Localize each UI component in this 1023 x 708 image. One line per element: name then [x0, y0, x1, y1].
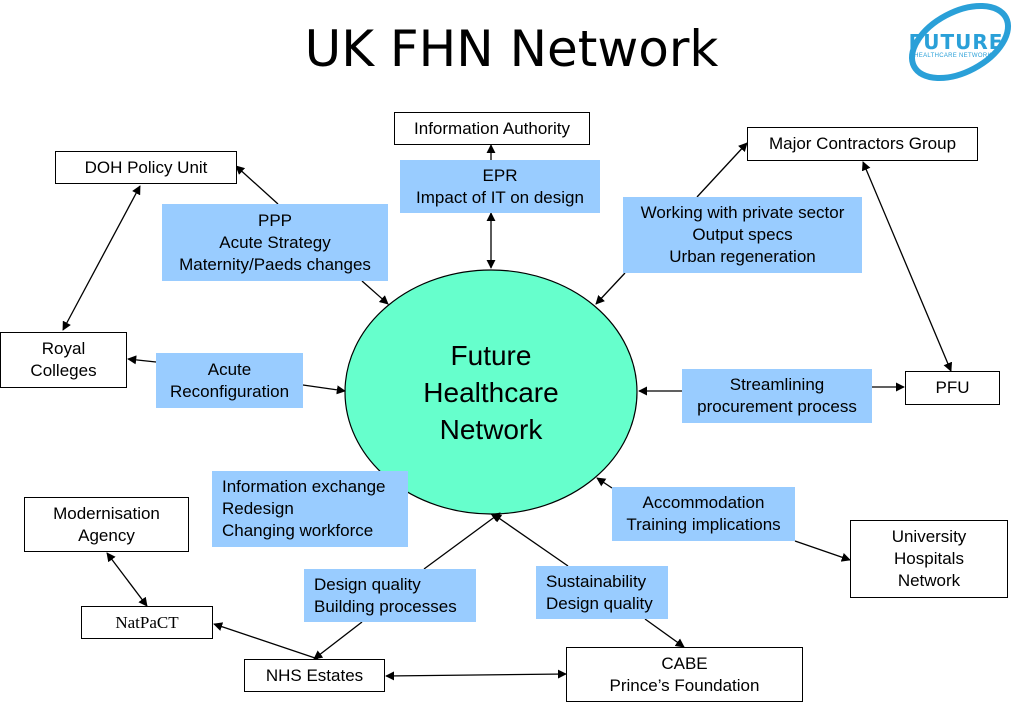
edge-accommodation-university: [794, 540, 851, 562]
logo-word: FUTURE: [908, 30, 1004, 54]
page-title: UK FHN Network: [304, 20, 719, 78]
node-line: Modernisation: [53, 503, 160, 523]
node-natpact: NatPaCT: [81, 606, 213, 639]
node-nhs-estates: NHS Estates: [244, 659, 385, 692]
node-line: Colleges: [30, 361, 97, 380]
note-line: Output specs: [692, 225, 793, 244]
edge-accommodation-hub: [596, 477, 613, 489]
edge-doh-royal-colleges: [62, 185, 141, 331]
edge-natpact-nhs-estates: [213, 622, 319, 660]
node-line: Agency: [78, 525, 135, 545]
note-line: PPP: [257, 210, 293, 230]
edge-acute-hub: [302, 384, 346, 395]
edge-major-contractors-pfu: [861, 161, 953, 372]
hub-line: Healthcare: [423, 376, 559, 408]
edge-ppp-hub: [361, 280, 389, 305]
node-information-authority: Information Authority: [394, 112, 590, 145]
note-streamlining: Streamlining procurement process: [682, 369, 872, 423]
note-line: Accommodation: [642, 493, 765, 512]
note-line: Acute: [207, 359, 252, 379]
edge-sustainability-cabe: [644, 618, 685, 648]
logo-tagline: HEALTHCARE NETWORK: [914, 53, 992, 59]
edge-private-hub: [595, 272, 626, 305]
node-line: CABE: [661, 653, 708, 673]
edge-private-major-contractors: [696, 142, 748, 198]
node-major-contractors-group: Major Contractors Group: [747, 127, 978, 161]
node-line: Hospitals: [894, 549, 964, 568]
note-line: Design quality: [314, 574, 421, 594]
node-pfu: PFU: [905, 371, 1000, 405]
edge-sustainability-hub: [492, 513, 569, 567]
note-line: Building processes: [314, 596, 457, 616]
edge-acute-royal-colleges: [127, 355, 157, 365]
note-line: Training implications: [626, 515, 781, 534]
node-line: Network: [897, 571, 961, 590]
edge-design-nhs-estates: [313, 621, 363, 660]
node-line: University: [891, 527, 967, 546]
note-line: EPR: [482, 165, 518, 185]
note-line: Urban regeneration: [669, 247, 816, 266]
edge-ppp-doh: [235, 165, 279, 205]
note-line: Reconfiguration: [169, 381, 290, 401]
note-line: Streamlining: [729, 375, 825, 394]
hub-line: Network: [439, 413, 543, 445]
hub-future-healthcare-network: Future Healthcare Network: [345, 270, 637, 514]
note-line: Impact of IT on design: [416, 187, 584, 207]
note-line: Maternity/Paeds changes: [179, 254, 371, 274]
node-doh-policy-unit: DOH Policy Unit: [55, 151, 237, 184]
note-line: Working with private sector: [640, 203, 845, 222]
future-logo-icon: [908, 2, 1012, 82]
note-line: procurement process: [697, 397, 857, 416]
note-line: Acute Strategy: [219, 232, 331, 252]
note-line: Information exchange: [222, 477, 386, 496]
node-line: Prince’s Foundation: [609, 675, 760, 695]
edge-design-hub: [423, 512, 501, 570]
note-line: Redesign: [222, 499, 294, 518]
note-line: Design quality: [546, 593, 653, 613]
note-line: Sustainability: [546, 571, 647, 591]
edge-modernisation-natpact: [106, 552, 148, 607]
note-line: Changing workforce: [222, 521, 374, 540]
hub-line: Future: [450, 339, 532, 371]
node-line: Royal: [41, 339, 86, 358]
edge-nhs-estates-cabe: [385, 669, 567, 681]
